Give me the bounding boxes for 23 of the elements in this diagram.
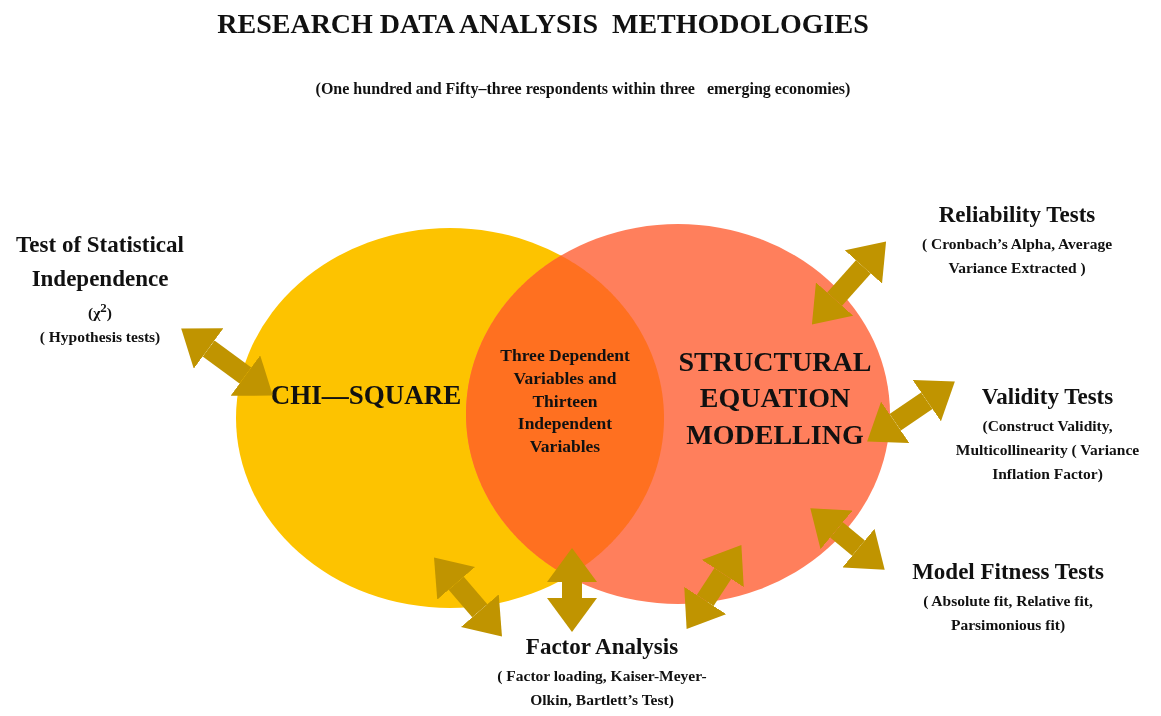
double-arrow (684, 545, 744, 629)
title: RESEARCH DATA ANALYSIS METHODOLOGIES (216, 8, 870, 40)
circle-label: STRUCTURAL EQUATION MODELLING (677, 345, 873, 452)
detail-text: ( Cronbach’s Alpha, Average Variance Extracted ) (921, 234, 1113, 278)
overlap-label: Three Dependent Variables and Thirteen Independent Variables (499, 344, 631, 458)
heading: Test of Statistical Independence (15, 231, 185, 293)
detail-text: (Construct Validity, Multicollinearity ( Variance Inflation Factor) (954, 416, 1141, 484)
double-arrow (867, 380, 955, 443)
detail-text: (χ$^{2}$) (87, 299, 113, 324)
heading: Validity Tests (980, 383, 1115, 411)
detail-text: ( Hypothesis tests) (38, 327, 162, 348)
double-arrow (181, 328, 273, 396)
subtitle: (One hundred and Fifty–three respondents within three emerging economies) (314, 80, 852, 98)
double-arrow (810, 508, 885, 570)
detail-text: ( Factor loading, Kaiser-Meyer-Olkin, Bartlett’s Test) (496, 666, 708, 710)
detail-text: ( Absolute fit, Relative fit, Parsimonious fit) (922, 591, 1094, 635)
double-arrow (811, 241, 887, 325)
double-arrow (434, 557, 502, 637)
heading: Model Fitness Tests (911, 558, 1105, 586)
double-arrow (547, 548, 597, 632)
heading: Factor Analysis (524, 633, 680, 661)
heading: Reliability Tests (937, 201, 1097, 229)
circle-label: CHI—SQUARE (269, 379, 463, 412)
